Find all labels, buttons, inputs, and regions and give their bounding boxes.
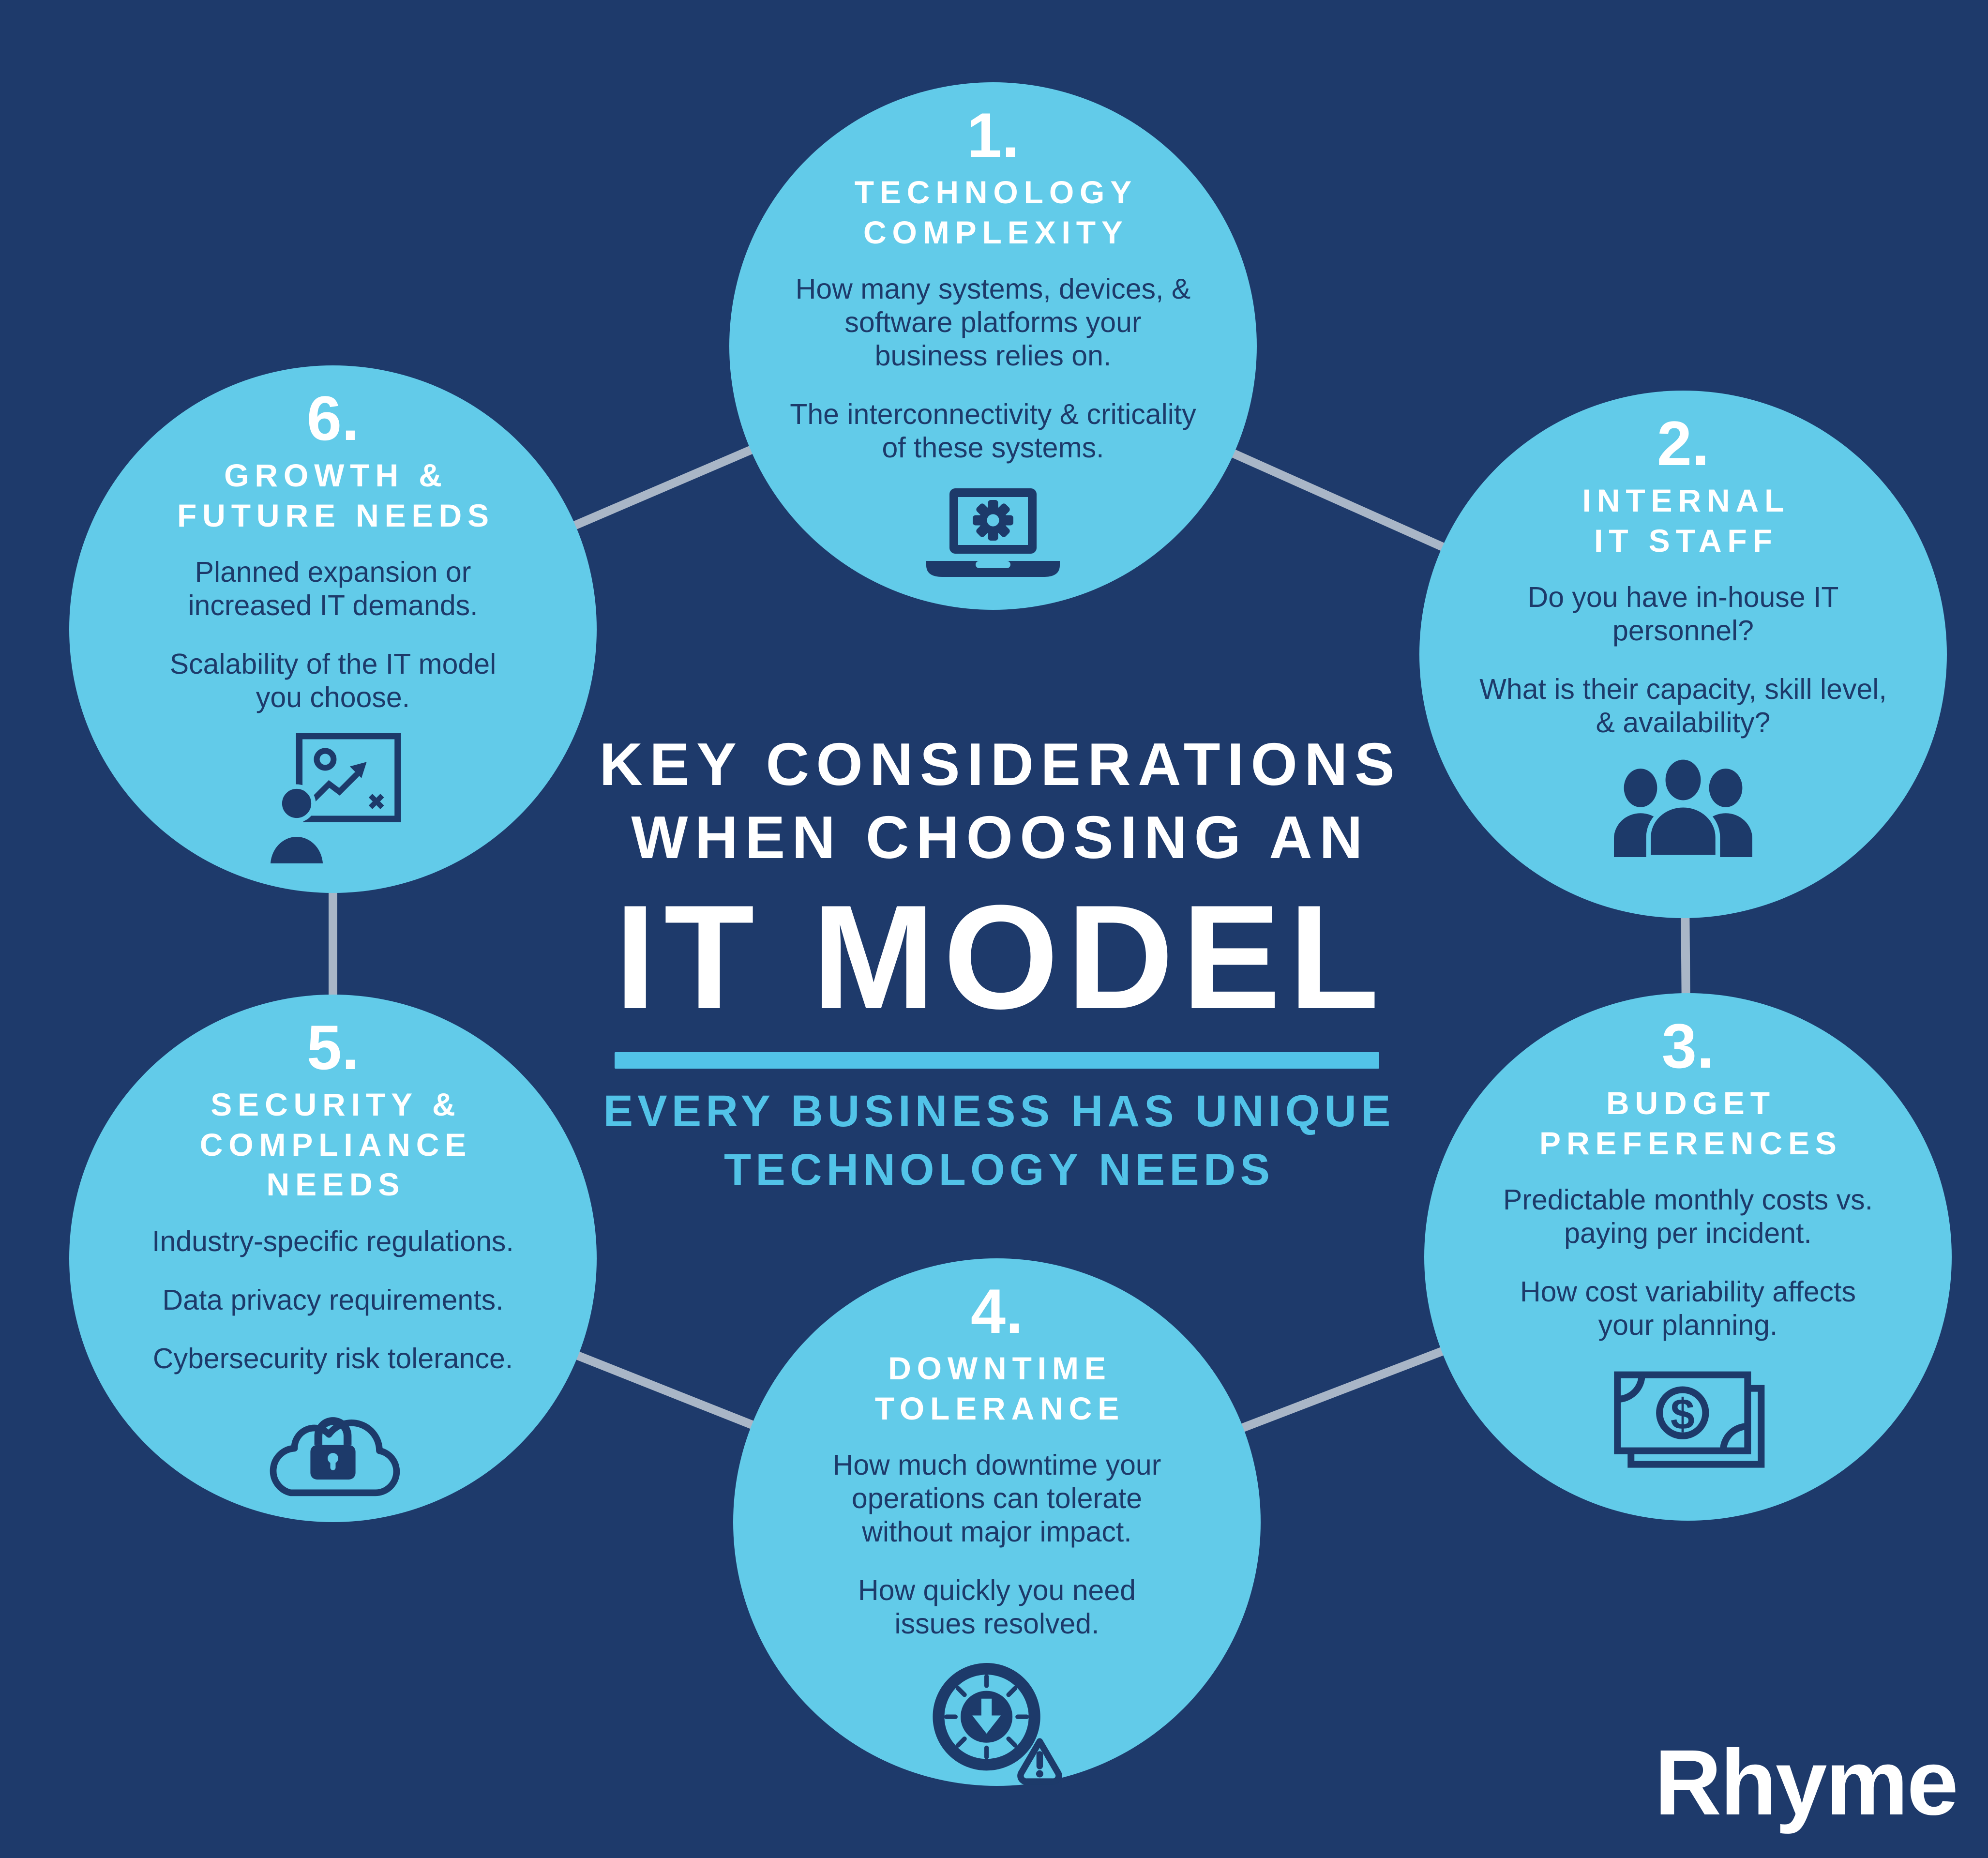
circle-title: DOWNTIME TOLERANCE <box>869 1348 1125 1428</box>
circle-title-line: DOWNTIME <box>888 1350 1112 1386</box>
circle-title-line: IT STAFF <box>1594 522 1778 559</box>
circle-paragraph: Industry-specific regulations. <box>152 1225 514 1257</box>
circle-title: SECURITY & COMPLIANCE NEEDS <box>194 1085 472 1205</box>
center-title-block: KEY CONSIDERATIONS WHEN CHOOSING AN IT M… <box>586 728 1408 1200</box>
circle-internal-it-staff: 2. INTERNAL IT STAFF Do you have in-hous… <box>1419 391 1947 918</box>
circle-title-line: INTERNAL <box>1582 483 1790 518</box>
downtime-gauge-icon <box>933 1663 1062 1785</box>
svg-text:$: $ <box>1671 1390 1695 1439</box>
circle-title-line: GROWTH & <box>224 457 448 493</box>
growth-chart-icon <box>266 733 401 866</box>
circle-technology-complexity: 1. TECHNOLOGY COMPLEXITY How many system… <box>729 82 1257 610</box>
circle-title-line: NEEDS <box>266 1166 406 1202</box>
circle-paragraph: Predictable monthly costs vs. paying per… <box>1503 1184 1873 1250</box>
circle-paragraph: The interconnectivity & criticality of t… <box>790 398 1196 464</box>
circle-paragraph: How much downtime your operations can to… <box>832 1449 1161 1548</box>
circle-title: GROWTH & FUTURE NEEDS <box>171 455 495 535</box>
circle-title: TECHNOLOGY COMPLEXITY <box>849 172 1137 252</box>
circle-paragraph: What is their capacity, skill level, & a… <box>1479 673 1887 739</box>
circle-title-line: BUDGET <box>1606 1085 1776 1121</box>
circle-title-line: SECURITY & <box>211 1087 461 1122</box>
cloud-lock-icon <box>270 1417 400 1496</box>
circle-title: INTERNAL IT STAFF <box>1577 481 1790 560</box>
subtitle-line-2: TECHNOLOGY NEEDS <box>723 1145 1275 1195</box>
circle-paragraph: Data privacy requirements. <box>162 1284 504 1316</box>
laptop-gear-icon <box>926 488 1060 577</box>
title-line-2: WHEN CHOOSING AN <box>631 804 1370 872</box>
circle-title-line: COMPLEXITY <box>863 214 1129 250</box>
circle-title-line: TECHNOLOGY <box>854 174 1138 210</box>
circle-paragraph: Scalability of the IT model you choose. <box>169 648 497 714</box>
circle-number: 4. <box>970 1276 1024 1346</box>
circle-security-compliance-needs: 5. SECURITY & COMPLIANCE NEEDS Industry-… <box>69 995 597 1522</box>
title-divider <box>615 1052 1379 1069</box>
circle-title: BUDGET PREFERENCES <box>1534 1083 1842 1163</box>
circle-budget-preferences: 3. BUDGET PREFERENCES Predictable monthl… <box>1424 993 1952 1521</box>
circle-paragraph: Planned expansion or increased IT demand… <box>188 556 478 622</box>
circle-paragraph: Do you have in-house IT personnel? <box>1527 581 1839 647</box>
circle-paragraph: How quickly you need issues resolved. <box>858 1574 1136 1640</box>
circle-number: 5. <box>306 1012 360 1083</box>
title-headline: IT MODEL <box>615 874 1387 1040</box>
circle-title-line: TOLERANCE <box>874 1390 1125 1426</box>
circle-number: 6. <box>306 383 360 453</box>
circle-number: 2. <box>1657 408 1710 479</box>
circle-paragraph: How many systems, devices, & software pl… <box>795 273 1191 372</box>
title-line-1: KEY CONSIDERATIONS <box>599 731 1401 798</box>
people-group-icon <box>1614 756 1752 860</box>
circle-growth-future-needs: 6. GROWTH & FUTURE NEEDS Planned expansi… <box>69 365 597 893</box>
subtitle-line-1: EVERY BUSINESS HAS UNIQUE <box>603 1086 1395 1136</box>
rhyme-logo: Rhyme <box>1654 1730 1958 1834</box>
circle-title-line: FUTURE NEEDS <box>177 497 495 533</box>
circle-title-line: COMPLIANCE <box>199 1126 472 1163</box>
circle-number: 1. <box>966 100 1020 170</box>
circle-paragraph: How cost variability affects your planni… <box>1520 1276 1856 1342</box>
circle-paragraph: Cybersecurity risk tolerance. <box>152 1342 513 1375</box>
circle-title-line: PREFERENCES <box>1539 1125 1842 1161</box>
circle-number: 3. <box>1661 1011 1715 1081</box>
money-bill-icon: $ <box>1614 1371 1765 1468</box>
circle-downtime-tolerance: 4. DOWNTIME TOLERANCE How much downtime … <box>733 1258 1261 1786</box>
